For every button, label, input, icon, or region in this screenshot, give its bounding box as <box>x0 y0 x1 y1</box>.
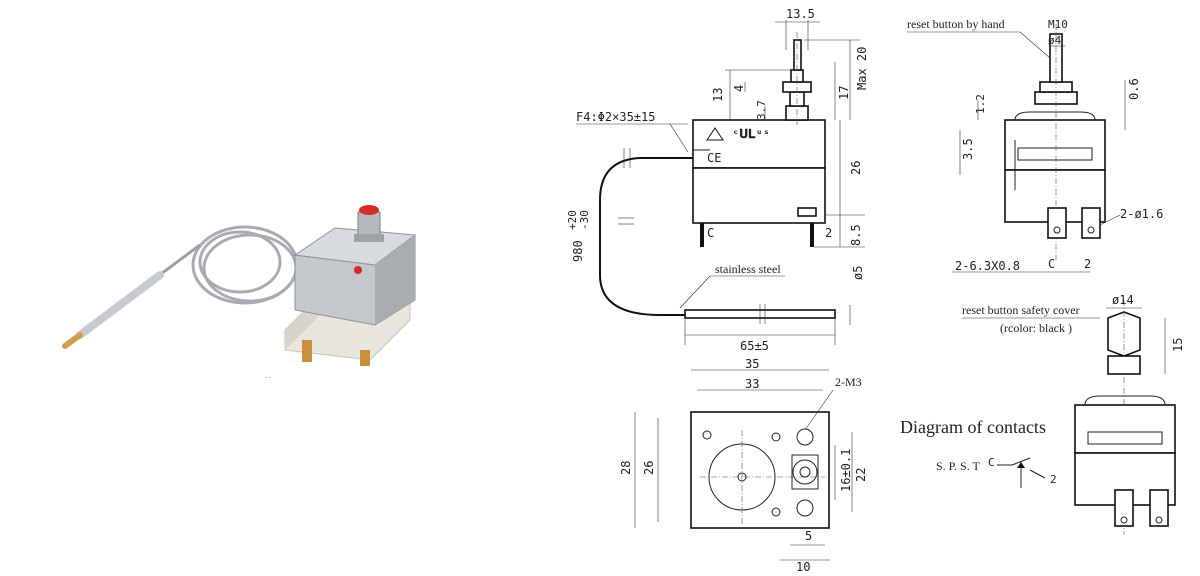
dim-35: 35 <box>745 357 759 371</box>
dim-max-20: Max 20 <box>855 47 869 90</box>
dia-4: ø4 <box>1048 34 1062 47</box>
dim-4: 4 <box>732 85 746 92</box>
side-terminal-2: 2 <box>1084 257 1091 271</box>
ce-mark: CE <box>707 151 721 165</box>
capillary-spec: F4:Φ2×35±15 <box>576 110 655 124</box>
actuator-arrow-icon <box>1017 462 1025 468</box>
contacts-diagram: Diagram of contacts S. P. S. T C 2 <box>900 417 1057 488</box>
capillary-tube <box>599 157 693 316</box>
front-terminal-c: C <box>707 226 714 240</box>
approval-triangle-icon <box>706 127 724 141</box>
dim-15: 15 <box>1171 338 1185 352</box>
holes-1-6: 2-ø1.6 <box>1120 207 1163 221</box>
product-photo: Product photo <box>62 205 417 379</box>
thread-m10: M10 <box>1048 18 1068 31</box>
spst-label: S. P. S. T <box>936 459 980 473</box>
dim-5: 5 <box>805 529 812 543</box>
screws-m3: 2-M3 <box>835 375 862 389</box>
bottom-view: 35 33 2-M3 28 26 22 16±0.1 5 10 <box>619 357 868 574</box>
dim-26b: 26 <box>642 461 656 475</box>
front-body-top <box>692 119 826 169</box>
contacts-title: Diagram of contacts <box>900 417 1046 437</box>
dim-8-5: 8.5 <box>849 224 863 246</box>
contact-2: 2 <box>1050 473 1057 486</box>
cover-view: reset button safety cover (rcolor: black… <box>962 293 1185 535</box>
dim-17: 17 <box>837 86 851 100</box>
dim-16: 16±0.1 <box>839 449 853 492</box>
length-tol-upper: +20 <box>566 210 579 230</box>
terminal-size: 2-6.3X0.8 <box>955 259 1020 273</box>
capillary-coil <box>191 225 299 305</box>
dim-13-5: 13.5 <box>786 7 815 21</box>
ul-mark-icon: ᶜ𝐔𝐋ᵘˢ <box>732 127 770 141</box>
dim-65: 65±5 <box>740 339 769 353</box>
sensor-probe <box>62 243 201 349</box>
dim-13: 13 <box>711 88 725 102</box>
dim-10: 10 <box>796 560 810 574</box>
contact-c: C <box>988 456 995 469</box>
side-view: C 2 reset button by hand M10 ø4 0.6 1.2 … <box>907 17 1163 273</box>
reset-button-red <box>359 205 379 215</box>
front-terminal-2: 2 <box>825 226 832 240</box>
switch-blade <box>1011 457 1031 466</box>
cover-color: (rcolor: black ) <box>1000 321 1072 335</box>
photo-label: Product photo <box>265 376 272 379</box>
length-980: 980 <box>571 240 585 262</box>
dim-26: 26 <box>849 161 863 175</box>
front-reset-stem <box>793 39 802 71</box>
safety-cover-label: reset button safety cover <box>962 303 1080 317</box>
dim-0-6: 0.6 <box>1127 78 1141 100</box>
front-view: CE ᶜ𝐔𝐋ᵘˢ C 2 13.5 Max 20 17 <box>566 7 869 353</box>
dim-3-5: 3.5 <box>961 138 975 160</box>
technical-drawing: CE ᶜ𝐔𝐋ᵘˢ C 2 13.5 Max 20 17 <box>566 7 1185 574</box>
length-tol-lower: -30 <box>578 210 591 230</box>
dim-phi5: ø5 <box>851 266 865 280</box>
thermostat-body <box>284 205 417 366</box>
dia-14: ø14 <box>1112 293 1134 307</box>
dim-33: 33 <box>745 377 759 391</box>
reset-button-label: reset button by hand <box>907 17 1005 31</box>
dim-1-2: 1.2 <box>974 94 987 114</box>
dim-28: 28 <box>619 461 633 475</box>
sensor-material: stainless steel <box>715 262 781 276</box>
side-terminal-c: C <box>1048 257 1055 271</box>
dim-3-7: 3.7 <box>755 100 768 120</box>
dim-22: 22 <box>854 468 868 482</box>
